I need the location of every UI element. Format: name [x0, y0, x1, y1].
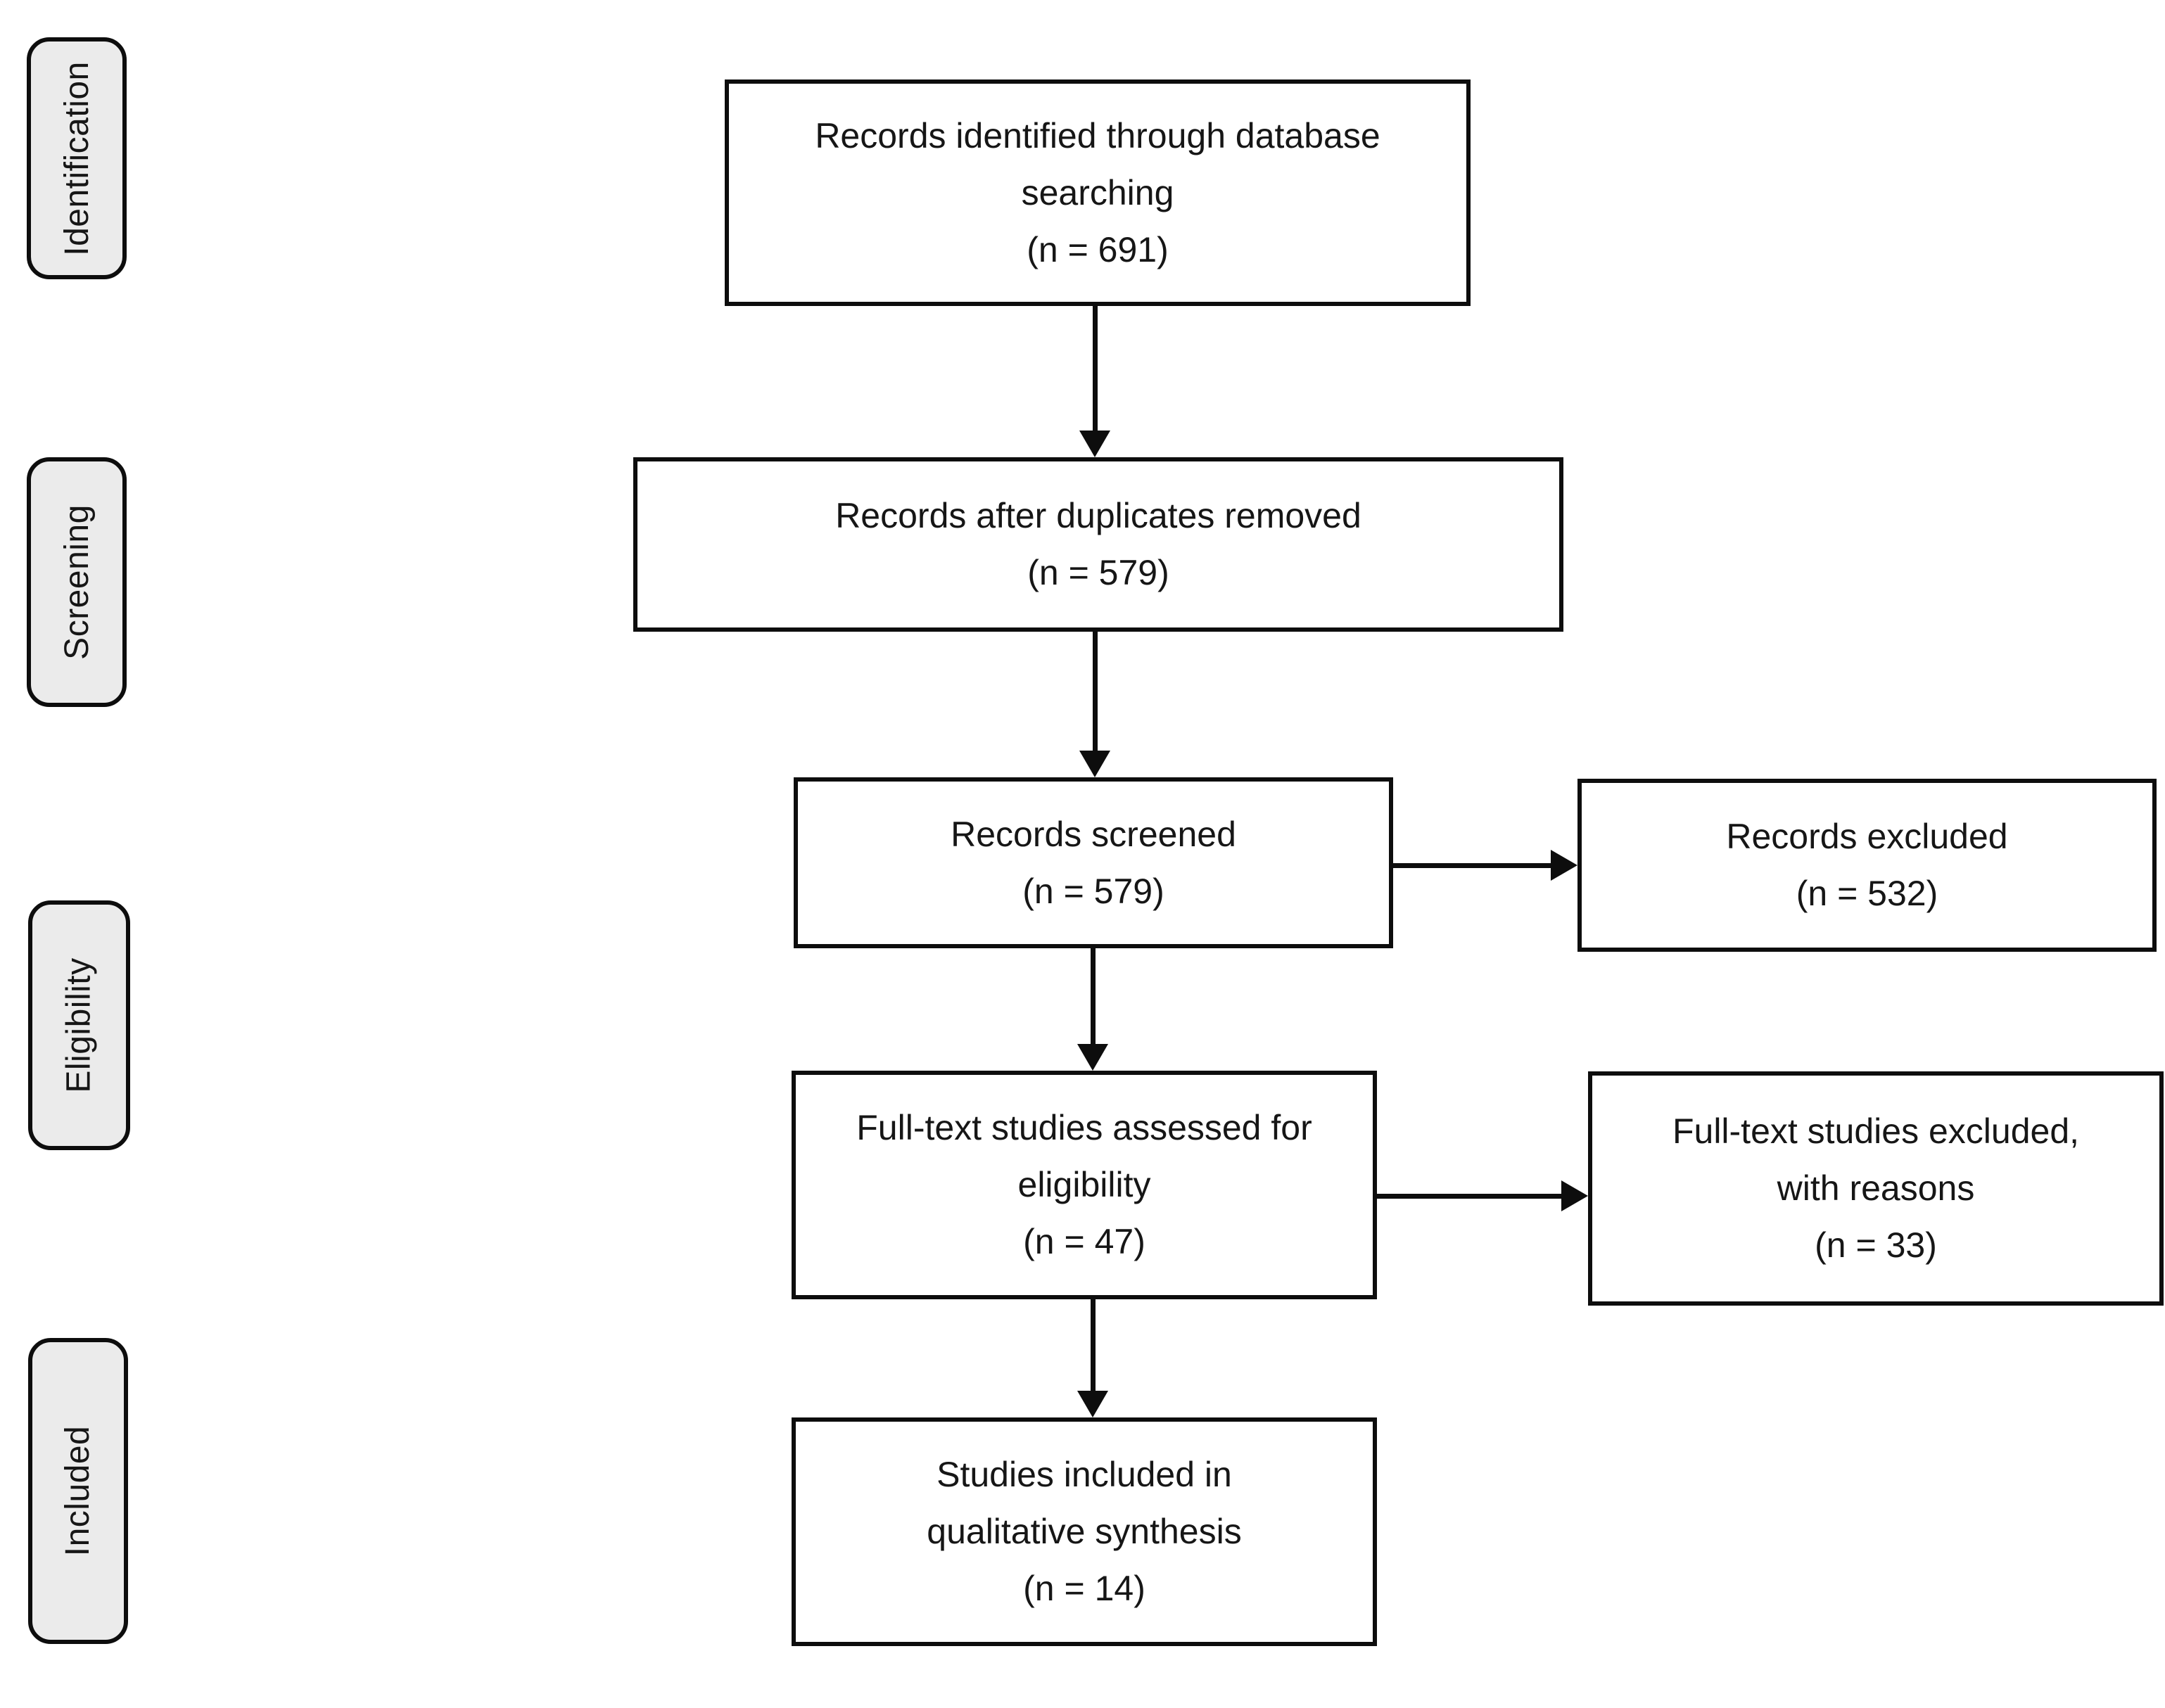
stage-screening: Screening — [27, 457, 127, 707]
box-count-line: (n = 33) — [1815, 1225, 1937, 1265]
box-text-line: Records screened — [951, 814, 1236, 854]
arrow-fulltext-to-fulltext-excluded-line — [1377, 1194, 1563, 1199]
box-text-line: Studies included in — [937, 1455, 1232, 1494]
arrow-deduplicated-to-screened-head-icon — [1079, 751, 1110, 777]
stage-identification-label: Identification — [58, 60, 96, 256]
box-text-line: Records after duplicates removed — [835, 496, 1361, 535]
arrow-identified-to-deduplicated-head-icon — [1079, 431, 1110, 457]
box-text-line: with reasons — [1777, 1168, 1975, 1208]
box-count-line: (n = 532) — [1796, 874, 1938, 913]
arrow-fulltext-to-included-head-icon — [1077, 1391, 1108, 1417]
box-records-excluded: Records excluded (n = 532) — [1577, 779, 2157, 952]
arrow-fulltext-to-included-line — [1091, 1299, 1096, 1392]
box-text-line: Records excluded — [1726, 817, 2008, 856]
arrow-deduplicated-to-screened-line — [1093, 632, 1098, 752]
stage-eligibility-label: Eligibility — [61, 957, 99, 1093]
box-records-deduplicated: Records after duplicates removed (n = 57… — [633, 457, 1563, 632]
box-studies-included: Studies included in qualitative synthesi… — [792, 1417, 1377, 1646]
box-text-line: Records identified through database — [815, 115, 1380, 155]
stage-screening-label: Screening — [58, 504, 96, 660]
box-count-line: (n = 579) — [1022, 871, 1164, 911]
arrow-screened-to-fulltext-head-icon — [1077, 1044, 1108, 1071]
box-records-screened: Records screened (n = 579) — [794, 777, 1393, 948]
box-count-line: (n = 691) — [1027, 229, 1169, 269]
box-text-line: searching — [1021, 172, 1174, 212]
box-text-line: Full-text studies excluded, — [1672, 1111, 2080, 1151]
box-text-line: eligibility — [1017, 1165, 1151, 1204]
stage-included: Included — [28, 1338, 128, 1644]
stage-eligibility: Eligibility — [28, 900, 130, 1150]
arrow-fulltext-to-fulltext-excluded-head-icon — [1561, 1180, 1588, 1211]
box-count-line: (n = 579) — [1027, 553, 1169, 592]
box-count-line: (n = 14) — [1023, 1569, 1145, 1608]
box-text-line: qualitative synthesis — [927, 1512, 1242, 1551]
stage-identification: Identification — [27, 37, 127, 279]
arrow-identified-to-deduplicated-line — [1093, 306, 1098, 432]
box-records-identified: Records identified through database sear… — [725, 79, 1471, 306]
arrow-screened-to-excluded-head-icon — [1551, 850, 1577, 881]
box-count-line: (n = 47) — [1023, 1222, 1145, 1261]
box-fulltext-assessed: Full-text studies assessed for eligibili… — [792, 1071, 1377, 1299]
box-fulltext-excluded: Full-text studies excluded, with reasons… — [1588, 1071, 2164, 1306]
arrow-screened-to-excluded-line — [1393, 863, 1552, 868]
stage-included-label: Included — [59, 1425, 97, 1557]
arrow-screened-to-fulltext-line — [1091, 948, 1096, 1045]
box-text-line: Full-text studies assessed for — [856, 1108, 1312, 1147]
